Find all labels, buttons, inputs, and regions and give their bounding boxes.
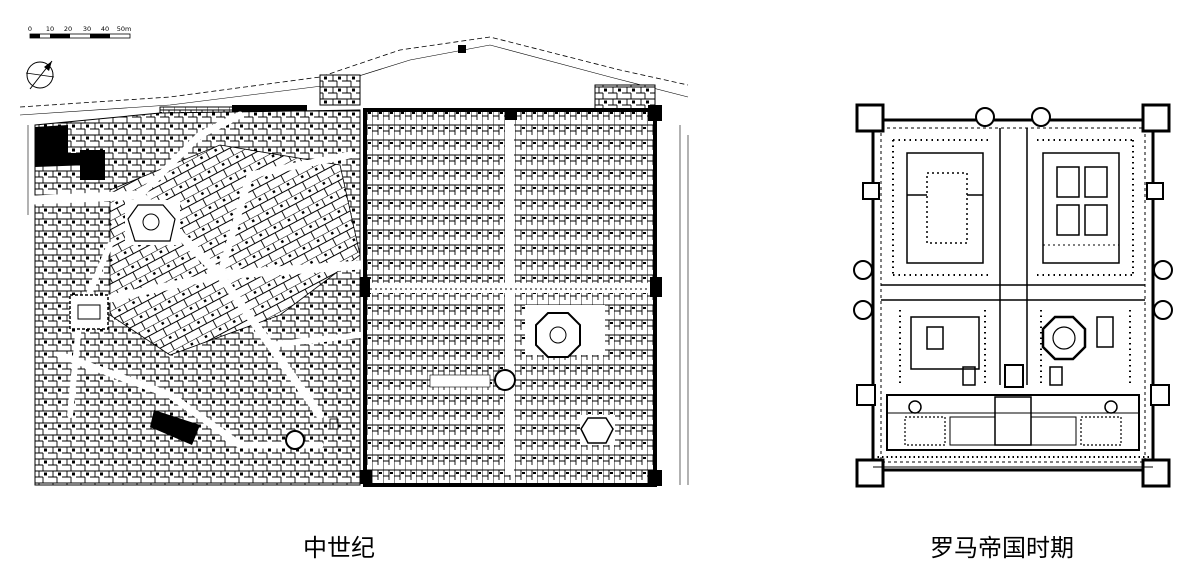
scale-label-50m: 50m bbox=[117, 25, 132, 33]
palace-district bbox=[360, 105, 662, 487]
scale-bar: 0 10 20 30 40 50m bbox=[28, 25, 132, 39]
roman-palace-plan bbox=[845, 95, 1190, 510]
scale-label-30: 30 bbox=[83, 25, 91, 33]
scale-label-10: 10 bbox=[46, 25, 54, 33]
scale-label-0: 0 bbox=[28, 25, 32, 33]
medieval-caption: 中世纪 bbox=[303, 534, 375, 562]
medieval-plan: 0 10 20 30 40 50m bbox=[20, 15, 700, 505]
scale-label-40: 40 bbox=[101, 25, 109, 33]
north-arrow-icon bbox=[25, 60, 55, 90]
scale-label-20: 20 bbox=[64, 25, 72, 33]
roman-caption: 罗马帝国时期 bbox=[930, 534, 1074, 562]
west-town bbox=[30, 109, 365, 486]
